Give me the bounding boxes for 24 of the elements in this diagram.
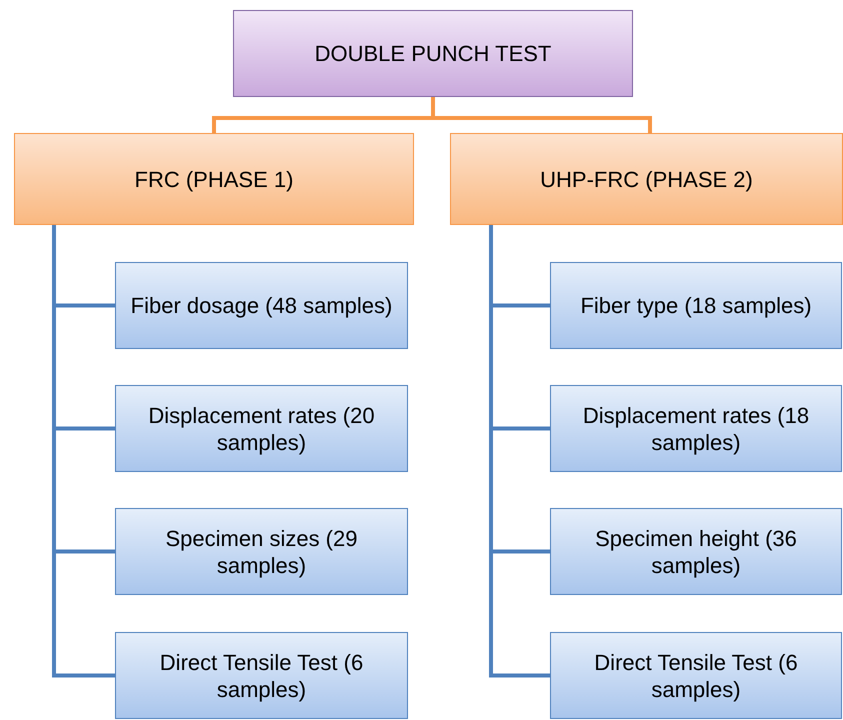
phase-box	[14, 133, 414, 225]
box-label: Displacement rates (18 samples)	[582, 402, 810, 456]
box-label: UHP-FRC (PHASE 2)	[540, 166, 753, 192]
box-label: Specimen height (36 samples)	[594, 524, 798, 578]
category-box	[550, 385, 842, 472]
box-label: Displacement rates (20 samples)	[147, 402, 376, 456]
box-label: Direct Tensile Test (6 samples)	[158, 648, 364, 702]
box-label: Specimen sizes (29 samples)	[164, 524, 358, 578]
box-label: FRC (PHASE 1)	[134, 166, 294, 192]
box-label: Fiber dosage (48 samples)	[130, 292, 392, 319]
connector-line	[52, 225, 115, 678]
category-box	[550, 508, 842, 595]
category-box	[115, 508, 408, 595]
category-box	[550, 632, 842, 719]
category-box	[550, 262, 842, 349]
category-box	[115, 632, 408, 719]
connector-line	[489, 225, 550, 678]
category-box	[115, 262, 408, 349]
category-box	[115, 385, 408, 472]
box-label: DOUBLE PUNCH TEST	[314, 40, 552, 67]
box-label: Direct Tensile Test (6 samples)	[593, 648, 799, 702]
title-box	[233, 10, 633, 97]
phase-box	[450, 133, 843, 225]
box-label: Fiber type (18 samples)	[580, 292, 812, 319]
